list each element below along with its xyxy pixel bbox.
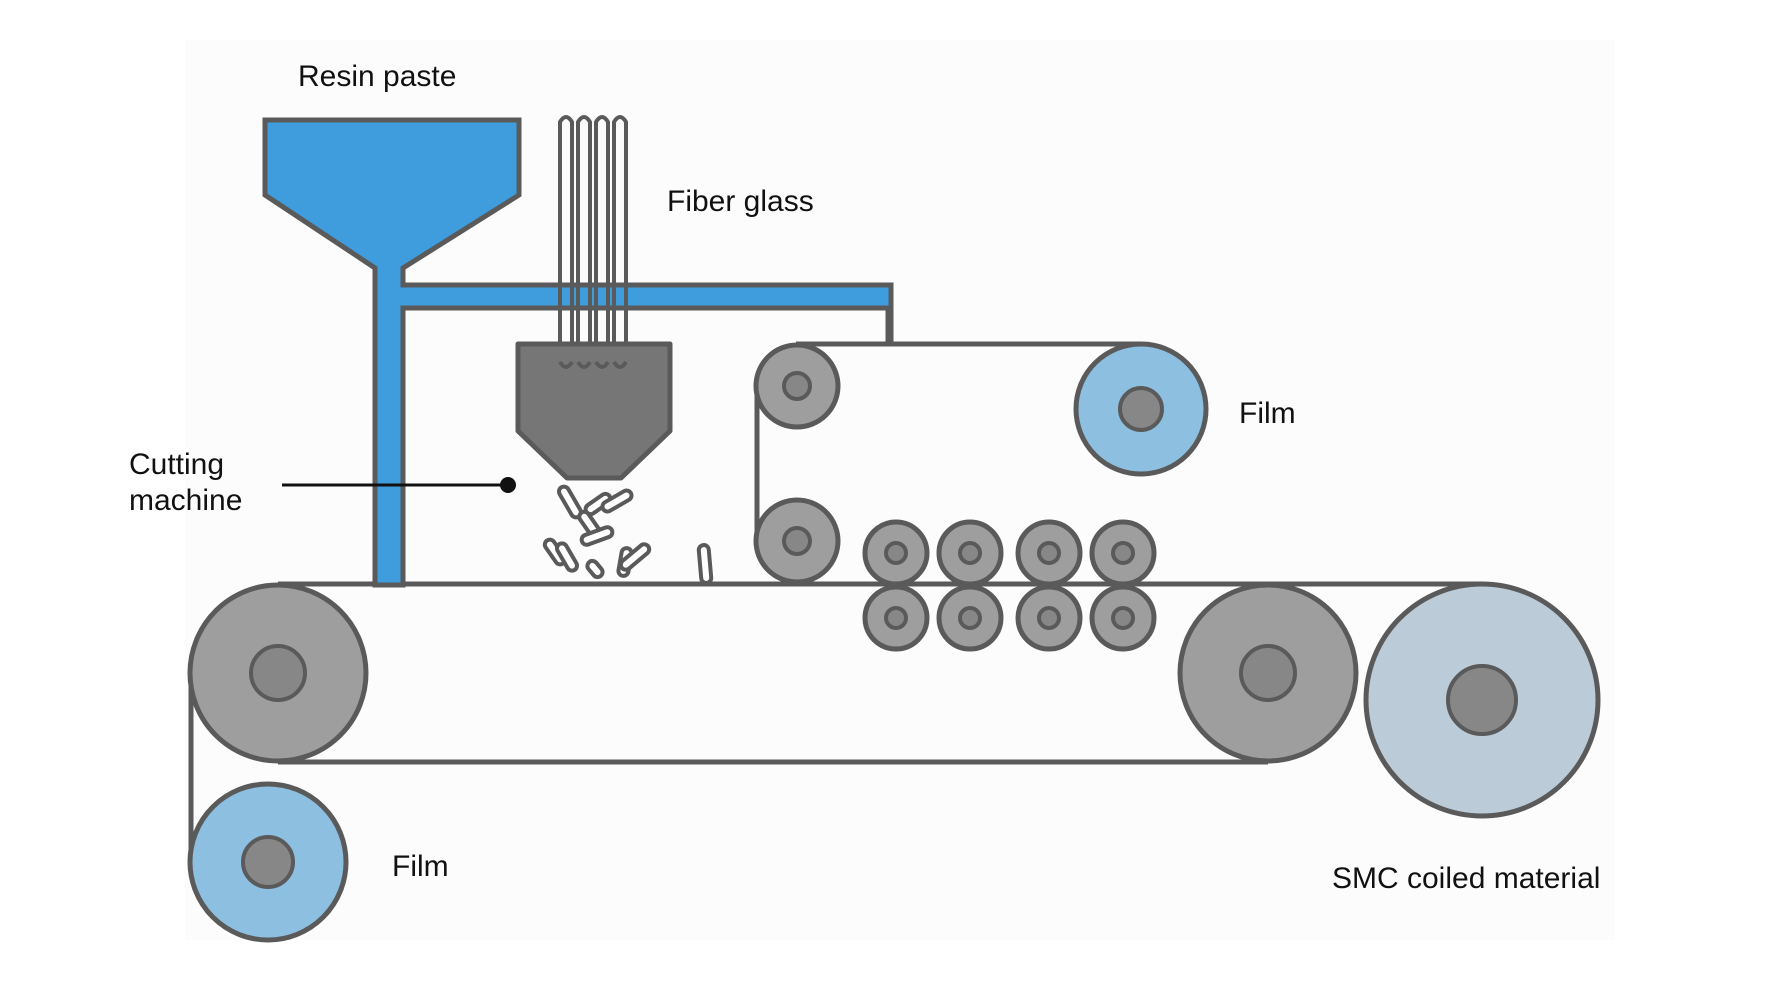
guide-roller-upper: [753, 342, 841, 430]
label-film-bottom: Film: [392, 850, 449, 883]
label-cutting-machine-line2: machine: [129, 484, 242, 517]
compaction-roller: [1089, 519, 1157, 587]
upper-belt: [754, 341, 1141, 541]
smc-coil-roll: [1363, 581, 1601, 819]
compaction-roller: [936, 584, 1004, 652]
lower-belt: [188, 581, 1482, 862]
compaction-roller: [1015, 584, 1083, 652]
compaction-roller: [936, 519, 1004, 587]
resin-paste-system: [262, 117, 894, 588]
label-smc-coiled-material: SMC coiled material: [1332, 862, 1600, 895]
film-roll-top: [1073, 341, 1209, 477]
belt-roller-right: [1177, 582, 1359, 764]
label-fiber-glass: Fiber glass: [667, 185, 814, 218]
compaction-roller: [862, 519, 930, 587]
film-roll-bottom: [187, 781, 349, 943]
chopped-fibers: [542, 484, 714, 585]
resin-hopper: [262, 117, 894, 588]
fiber-glass-strands: [558, 115, 628, 365]
belt-roller-left: [187, 582, 369, 764]
fiber-strand-ends: [558, 360, 628, 369]
compaction-roller: [1015, 519, 1083, 587]
guide-roller-lower: [753, 497, 841, 585]
label-resin-paste: Resin paste: [298, 60, 456, 93]
compaction-roller: [1089, 584, 1157, 652]
compaction-roller: [862, 584, 930, 652]
cutting-machine: [515, 341, 673, 481]
label-cutting-machine-line1: Cutting: [129, 448, 224, 481]
cutting-machine-leader-dot: [500, 477, 516, 493]
label-film-top: Film: [1239, 397, 1296, 430]
compaction-rollers: [862, 519, 1157, 652]
